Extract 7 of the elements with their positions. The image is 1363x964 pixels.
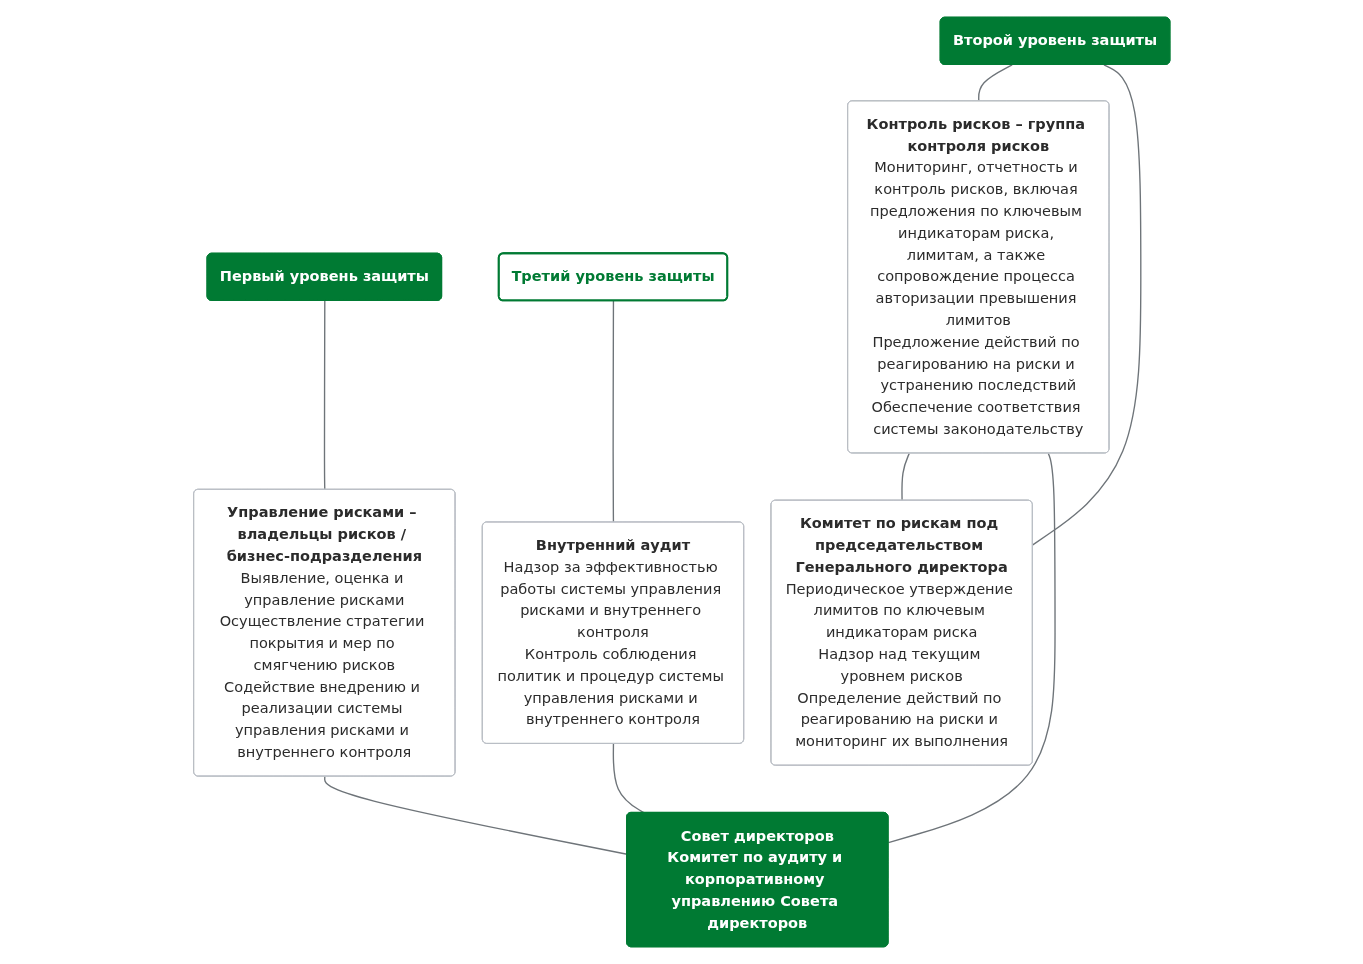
connector bbox=[323, 775, 628, 855]
connector bbox=[977, 64, 1013, 102]
connector bbox=[887, 452, 1056, 844]
connector bbox=[612, 743, 645, 814]
connector bbox=[323, 300, 326, 491]
connector bbox=[901, 452, 910, 502]
connector bbox=[1031, 64, 1142, 546]
